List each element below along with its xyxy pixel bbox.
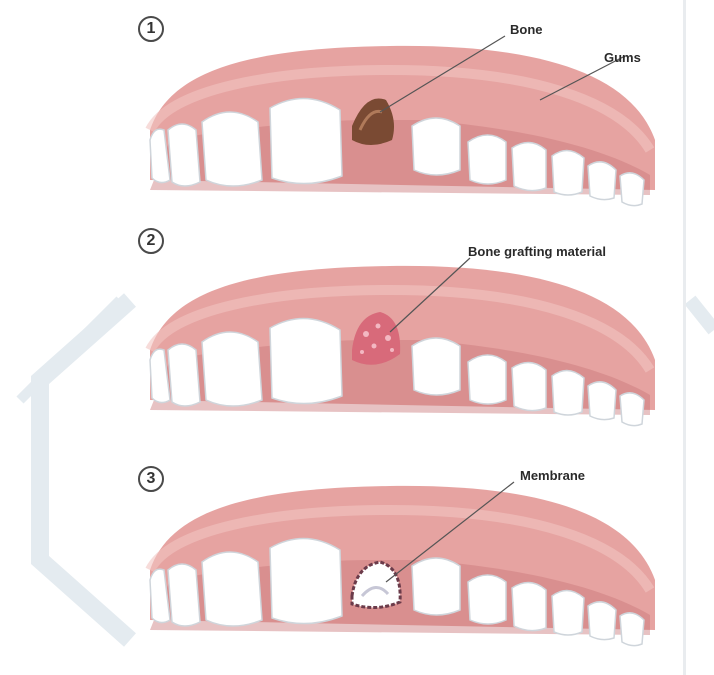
step-2-illustration (130, 250, 680, 440)
graft-label: Bone grafting material (468, 244, 606, 259)
step-1-illustration (130, 30, 680, 220)
gums-label: Gums (604, 50, 641, 65)
bone-label: Bone (510, 22, 543, 37)
right-divider (683, 0, 686, 675)
membrane-label: Membrane (520, 468, 585, 483)
step-3-illustration (130, 470, 680, 660)
